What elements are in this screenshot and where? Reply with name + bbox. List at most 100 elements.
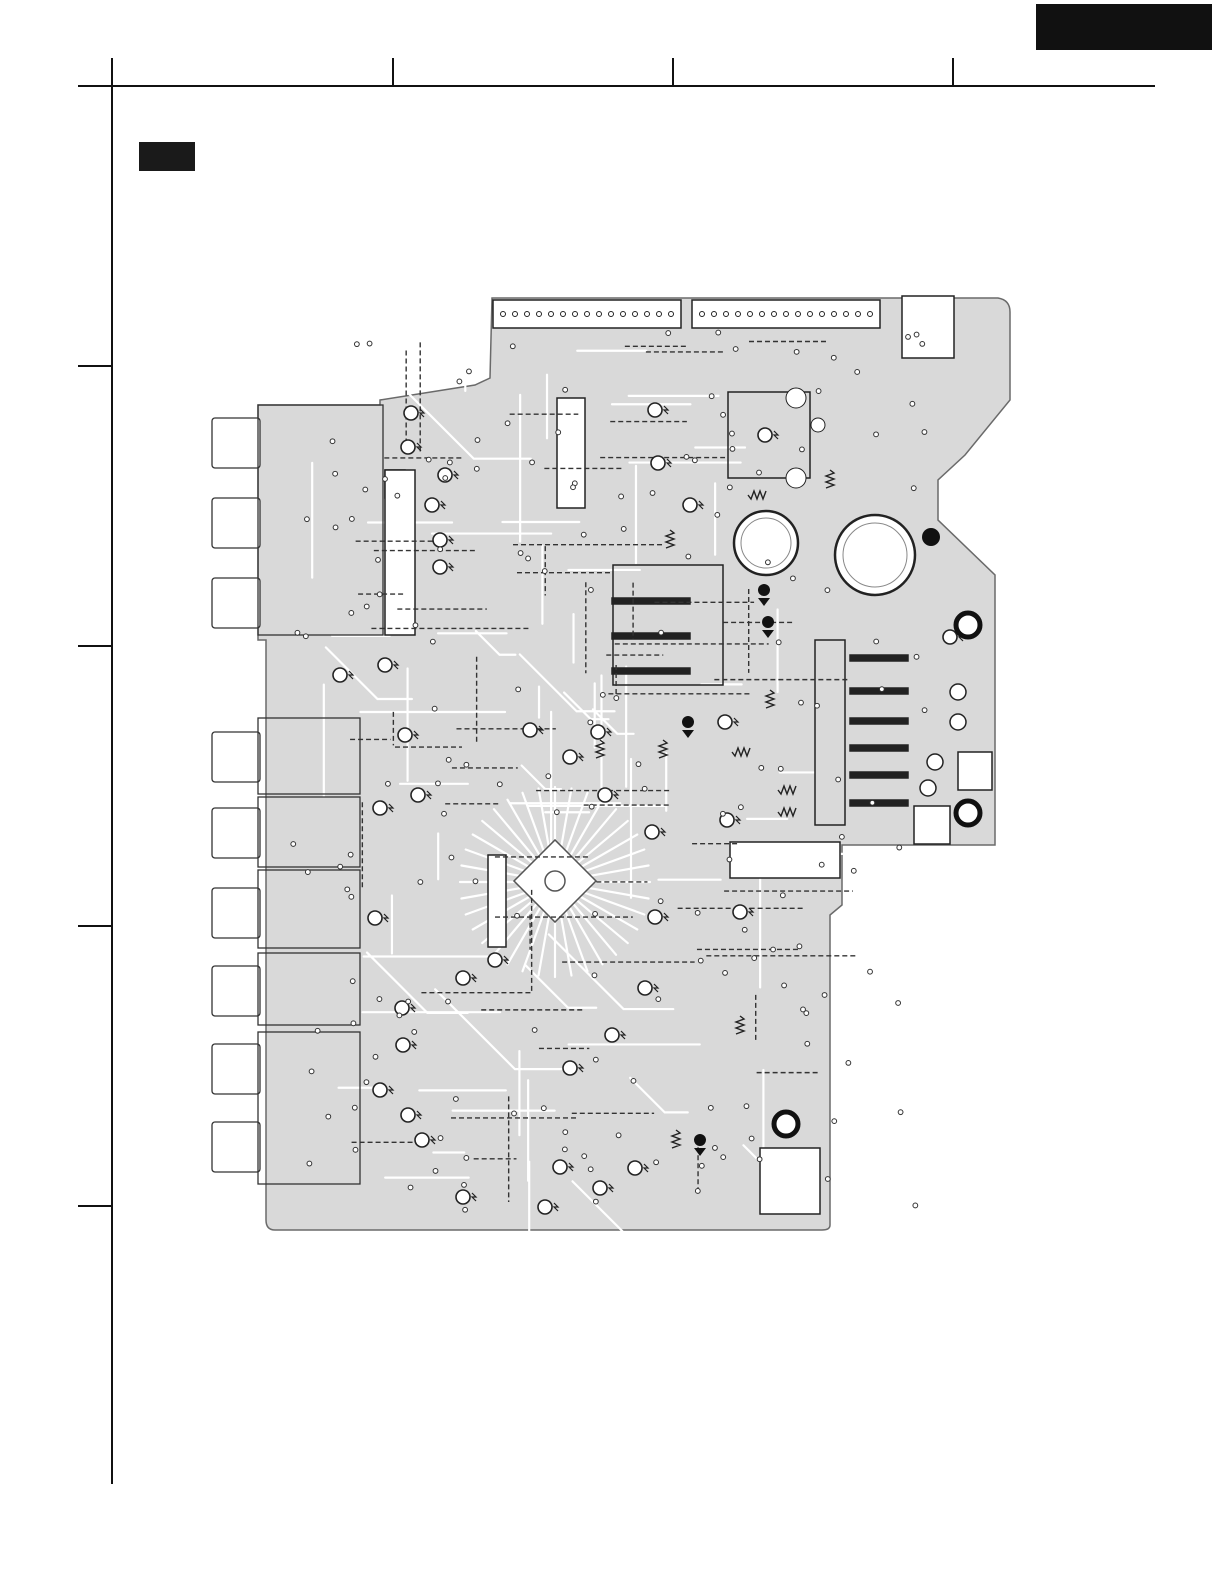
solder-pad — [447, 460, 452, 465]
heatsink-fin — [850, 772, 908, 778]
solder-pad — [354, 342, 359, 347]
solder-pad — [412, 1030, 417, 1035]
solder-pad — [330, 439, 335, 444]
transistor-icon — [425, 498, 439, 512]
small-capacitor-icon — [786, 388, 806, 408]
solder-pad — [532, 1028, 537, 1033]
solder-pad — [614, 696, 619, 701]
solder-pad — [443, 476, 448, 481]
solder-pad — [659, 630, 664, 635]
small-capacitor-icon — [811, 418, 825, 432]
solder-pad — [457, 379, 462, 384]
transistor-icon — [718, 715, 732, 729]
connector-pin — [712, 312, 717, 317]
diode-icon — [758, 584, 770, 596]
solder-pad — [426, 457, 431, 462]
heatsink-fin — [612, 598, 690, 604]
diode-icon — [694, 1134, 706, 1146]
transistor-icon — [563, 1061, 577, 1075]
solder-pad — [708, 1105, 713, 1110]
connector-pin — [645, 312, 650, 317]
rca-jack — [212, 418, 260, 468]
transistor-icon — [433, 560, 447, 574]
solder-pad — [870, 800, 875, 805]
solder-pad — [350, 979, 355, 984]
right-connector — [958, 752, 992, 790]
solder-pad — [715, 512, 720, 517]
solder-pad — [474, 466, 479, 471]
solder-pad — [692, 458, 697, 463]
small-capacitor-icon — [920, 780, 936, 796]
solder-pad — [911, 486, 916, 491]
solder-pad — [759, 765, 764, 770]
solder-pad — [397, 1013, 402, 1018]
solder-pad — [363, 487, 368, 492]
solder-pad — [836, 777, 841, 782]
right-connector — [914, 806, 950, 844]
heatsink-fin — [850, 718, 908, 724]
solder-pad — [776, 640, 781, 645]
heatsink-fin — [850, 745, 908, 751]
solder-pad — [721, 412, 726, 417]
rca-jack — [212, 1122, 260, 1172]
solder-pad — [698, 958, 703, 963]
solder-pad — [874, 432, 879, 437]
solder-pad — [581, 532, 586, 537]
solder-pad — [562, 1147, 567, 1152]
solder-pad — [418, 880, 423, 885]
solder-pad — [839, 834, 844, 839]
solder-pad — [765, 560, 770, 565]
transistor-icon — [404, 406, 418, 420]
solder-pad — [771, 947, 776, 952]
solder-pad — [819, 862, 824, 867]
transistor-icon — [645, 825, 659, 839]
connector-pin — [513, 312, 518, 317]
solder-pad — [592, 973, 597, 978]
solder-pad — [462, 1183, 467, 1188]
solder-pad — [442, 811, 447, 816]
solder-pad — [920, 341, 925, 346]
solder-pad — [757, 1157, 762, 1162]
transistor-icon — [373, 1083, 387, 1097]
solder-pad — [631, 1078, 636, 1083]
solder-pad — [446, 757, 451, 762]
solder-pad — [851, 868, 856, 873]
solder-pad — [593, 1057, 598, 1062]
solder-pad — [780, 893, 785, 898]
solder-pad — [658, 899, 663, 904]
solder-pad — [914, 332, 919, 337]
solder-pad — [351, 1021, 356, 1026]
solder-pad — [922, 708, 927, 713]
transistor-icon — [651, 456, 665, 470]
solder-pad — [345, 887, 350, 892]
heatsink-fin — [850, 655, 908, 661]
solder-pad — [727, 857, 732, 862]
connector-pin — [724, 312, 729, 317]
ring-hole-icon — [774, 1112, 798, 1136]
transistor-icon — [683, 498, 697, 512]
solder-pad — [449, 855, 454, 860]
connector-pin — [844, 312, 849, 317]
rca-jack — [212, 966, 260, 1016]
solder-pad — [910, 401, 915, 406]
power-connector — [902, 296, 954, 358]
transistor-icon — [523, 723, 537, 737]
transistor-icon — [373, 801, 387, 815]
solder-pad — [654, 1160, 659, 1165]
small-capacitor-icon — [786, 468, 806, 488]
transistor-icon — [628, 1161, 642, 1175]
transistor-icon — [563, 750, 577, 764]
solder-pad — [406, 999, 411, 1004]
solder-pad — [815, 703, 820, 708]
connector-pin — [657, 312, 662, 317]
solder-pad — [695, 910, 700, 915]
solder-pad — [588, 1167, 593, 1172]
rca-jack — [212, 578, 260, 628]
solder-pad — [563, 1130, 568, 1135]
rca-jack — [212, 808, 260, 858]
solder-pad — [463, 1207, 468, 1212]
solder-pad — [782, 983, 787, 988]
transistor-icon — [758, 428, 772, 442]
transistor-icon — [553, 1160, 567, 1174]
solder-pad — [563, 387, 568, 392]
